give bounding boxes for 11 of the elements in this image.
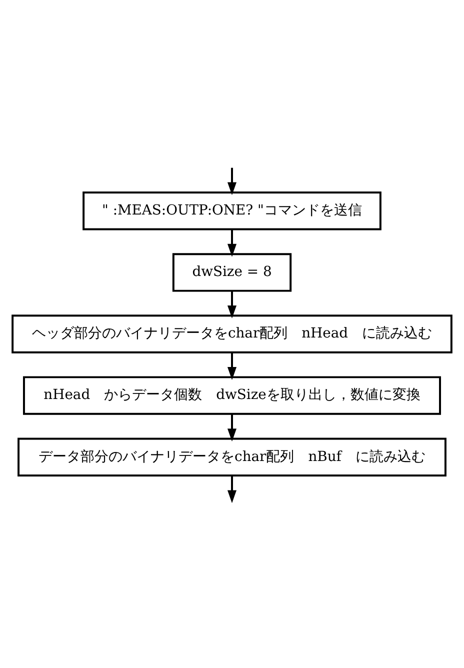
node-box: nHead からデータ個数 dwSizeを取り出し，数値に変換 xyxy=(23,376,441,415)
node-box: dwSize = 8 xyxy=(172,253,292,292)
arrow xyxy=(227,414,237,442)
arrow xyxy=(227,476,237,504)
node-box: ヘッダ部分のバイナリデータをchar配列 nHead に読み込む xyxy=(12,314,452,354)
arrow xyxy=(227,229,237,257)
node-box: データ部分のバイナリデータをchar配列 nBuf に読み込む xyxy=(18,438,446,476)
node-box: " :MEAS:OUTP:ONE? "コマンドを送信 xyxy=(82,192,382,230)
arrow xyxy=(227,168,237,196)
arrow xyxy=(227,290,237,318)
arrow xyxy=(227,352,237,380)
